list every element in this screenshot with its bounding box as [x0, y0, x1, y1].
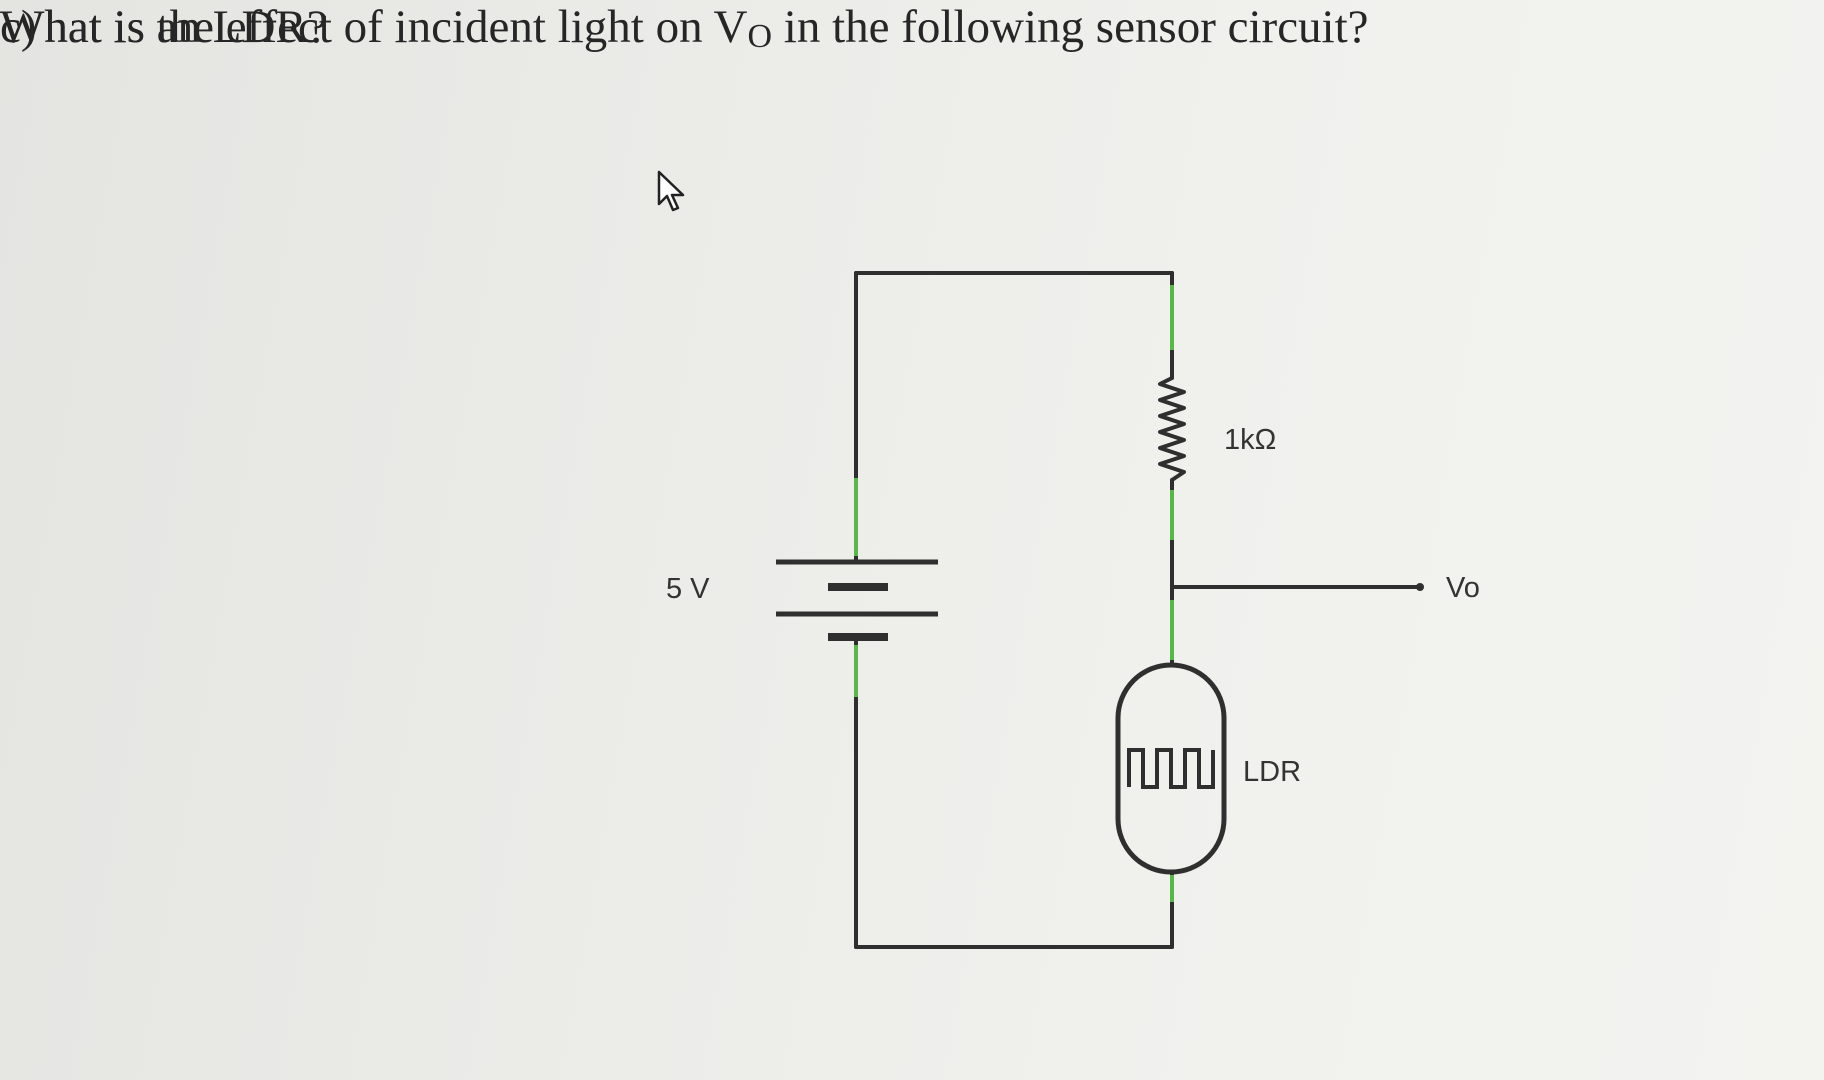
ldr-symbol	[1115, 662, 1227, 875]
vo-subscript: O	[747, 18, 773, 55]
question-line-1: What is an LDR?	[0, 1, 328, 53]
battery-symbol	[776, 559, 938, 641]
output-voltage-label: Vo	[1446, 572, 1480, 604]
question-line-2: What is the effect of incident light on …	[0, 0, 1369, 56]
output-terminal-dot	[1416, 583, 1424, 591]
question-label: c)	[0, 1, 37, 53]
ldr-label: LDR	[1243, 756, 1301, 788]
resistor-value-label: 1kΩ	[1224, 424, 1276, 456]
mouse-cursor-icon	[657, 170, 685, 212]
question-line-2-post: in the following sensor circuit?	[772, 1, 1369, 53]
battery-voltage-label: 5 V	[666, 573, 710, 605]
question-line-2-pre: What is the effect of incident light on …	[0, 1, 748, 53]
resistor-symbol	[1158, 376, 1186, 482]
